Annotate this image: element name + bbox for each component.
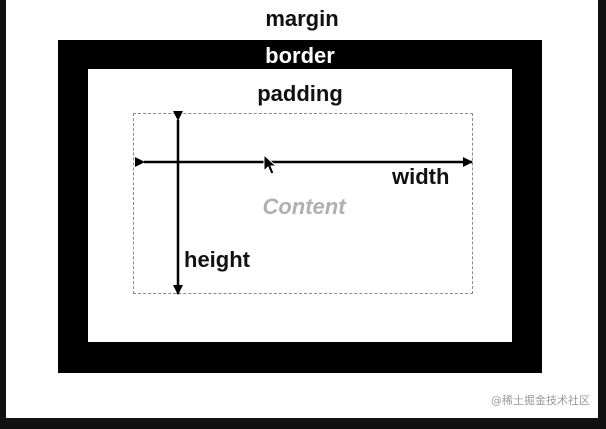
height-label: height — [184, 247, 250, 272]
width-label: width — [392, 164, 450, 189]
box-model-diagram: margin border padding Content width heig… — [6, 0, 598, 418]
content-area: Content width height — [133, 113, 473, 294]
border-area: border padding Content width height — [58, 40, 542, 373]
padding-label: padding — [257, 81, 343, 106]
border-label: border — [265, 43, 335, 68]
padding-area: padding Content width height — [88, 69, 512, 342]
content-label: Content — [262, 194, 346, 219]
margin-label: margin — [265, 6, 339, 31]
watermark: @稀土掘金技术社区 — [491, 394, 590, 407]
